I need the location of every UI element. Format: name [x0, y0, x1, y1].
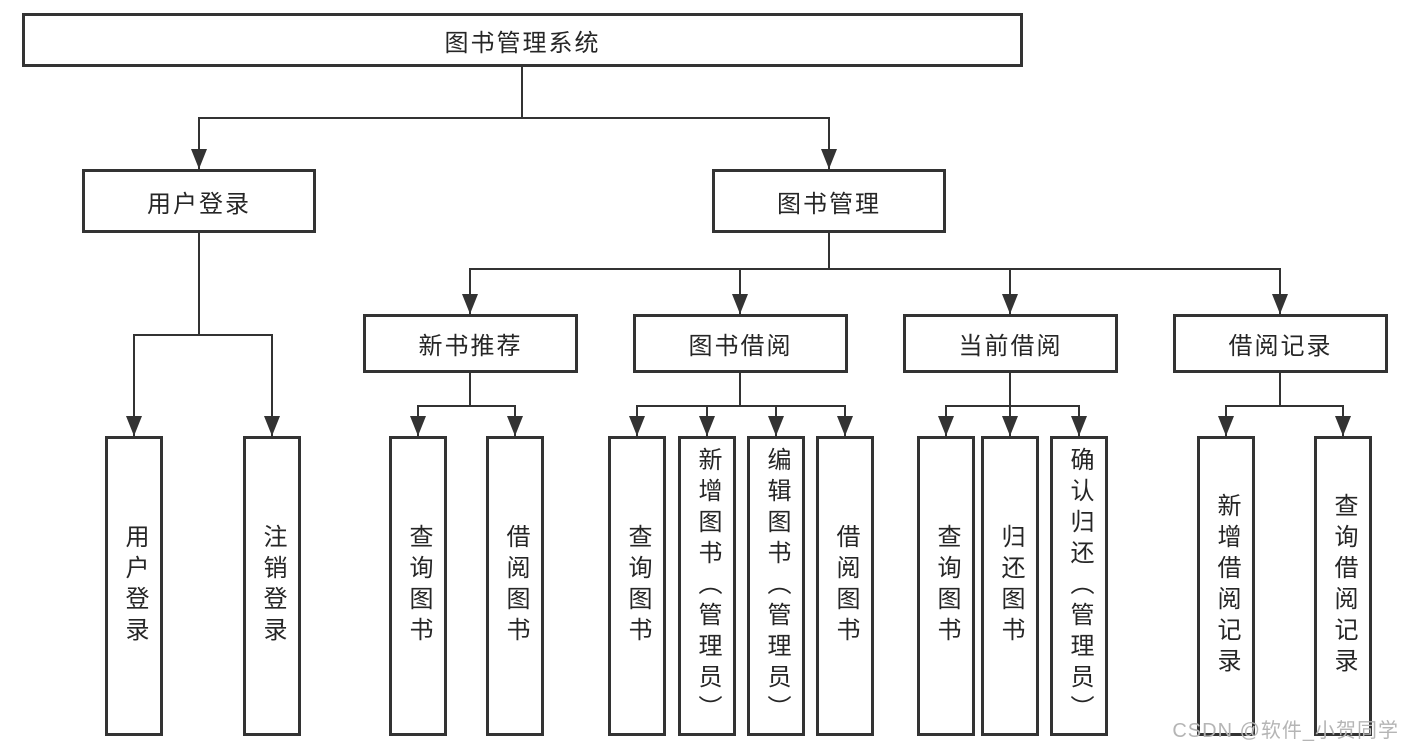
connector-vline: [198, 233, 200, 336]
leaf-label: 查询图书: [933, 524, 960, 648]
connector-hline: [199, 117, 830, 119]
connector-vline: [1279, 373, 1281, 407]
leaf-label: 编辑图书（管理员）: [763, 446, 790, 726]
connector-hline: [637, 405, 846, 407]
node-leaf-user-login: 用户登录: [105, 436, 163, 736]
connector-hline: [417, 405, 516, 407]
node-new-book: 新书推荐: [363, 314, 578, 373]
node-book-borrow: 图书借阅: [633, 314, 848, 373]
node-user-login: 用户登录: [82, 169, 316, 233]
arrow-down: [271, 334, 273, 436]
arrow-down: [198, 117, 200, 169]
node-leaf-query-book-1: 查询图书: [389, 436, 447, 736]
node-leaf-edit-book-admin: 编辑图书（管理员）: [747, 436, 805, 736]
arrow-down: [133, 334, 135, 436]
arrow-down: [844, 405, 846, 436]
arrow-down: [1009, 405, 1011, 436]
connector-hline: [1226, 405, 1344, 407]
leaf-label: 注销登录: [259, 524, 286, 648]
connector-vline: [1009, 373, 1011, 407]
node-book-mgmt: 图书管理: [712, 169, 946, 233]
node-leaf-add-book-admin: 新增图书（管理员）: [678, 436, 736, 736]
leaf-label: 确认归还（管理员）: [1066, 446, 1093, 726]
leaf-label: 新增借阅记录: [1213, 493, 1240, 679]
node-leaf-return-book: 归还图书: [981, 436, 1039, 736]
node-leaf-confirm-return-admin: 确认归还（管理员）: [1050, 436, 1108, 736]
leaf-label: 查询图书: [405, 524, 432, 648]
node-borrow-record-label: 借阅记录: [1228, 333, 1333, 360]
arrow-down: [775, 405, 777, 436]
leaf-label: 查询图书: [624, 524, 651, 648]
arrow-down: [417, 405, 419, 436]
arrow-down: [1009, 268, 1011, 314]
arrow-down: [514, 405, 516, 436]
node-leaf-logout: 注销登录: [243, 436, 301, 736]
leaf-label: 用户登录: [121, 524, 148, 648]
connector-vline: [828, 233, 830, 270]
node-user-login-label: 用户登录: [147, 190, 251, 218]
connector-vline: [739, 373, 741, 407]
arrow-down: [469, 268, 471, 314]
leaf-label: 借阅图书: [832, 524, 859, 648]
node-new-book-label: 新书推荐: [418, 333, 523, 360]
arrow-down: [1225, 405, 1227, 436]
node-book-mgmt-label: 图书管理: [777, 190, 881, 218]
node-leaf-query-borrow-record: 查询借阅记录: [1314, 436, 1372, 736]
node-leaf-borrow-book-2: 借阅图书: [816, 436, 874, 736]
node-leaf-query-book-3: 查询图书: [917, 436, 975, 736]
node-root-label: 图书管理系统: [444, 29, 601, 57]
connector-hline: [470, 268, 1281, 270]
arrow-down: [945, 405, 947, 436]
arrow-down: [706, 405, 708, 436]
node-leaf-borrow-book-1: 借阅图书: [486, 436, 544, 736]
node-book-borrow-label: 图书借阅: [688, 333, 793, 360]
arrow-down: [1279, 268, 1281, 314]
leaf-label: 查询借阅记录: [1330, 493, 1357, 679]
arrow-down: [828, 117, 830, 169]
arrow-down: [739, 268, 741, 314]
node-root: 图书管理系统: [22, 13, 1023, 67]
node-current-borrow-label: 当前借阅: [958, 333, 1063, 360]
csdn-watermark: CSDN @软件_小贺同学: [1172, 720, 1399, 742]
node-leaf-query-book-2: 查询图书: [608, 436, 666, 736]
node-current-borrow: 当前借阅: [903, 314, 1118, 373]
connector-hline: [946, 405, 1080, 407]
arrow-down: [1342, 405, 1344, 436]
node-leaf-add-borrow-record: 新增借阅记录: [1197, 436, 1255, 736]
leaf-label: 归还图书: [997, 524, 1024, 648]
connector-hline: [133, 334, 273, 336]
connector-vline: [469, 373, 471, 407]
leaf-label: 借阅图书: [502, 524, 529, 648]
connector-vline: [521, 67, 523, 119]
arrow-down: [636, 405, 638, 436]
arrow-down: [1078, 405, 1080, 436]
leaf-label: 新增图书（管理员）: [694, 446, 721, 726]
node-borrow-record: 借阅记录: [1173, 314, 1388, 373]
